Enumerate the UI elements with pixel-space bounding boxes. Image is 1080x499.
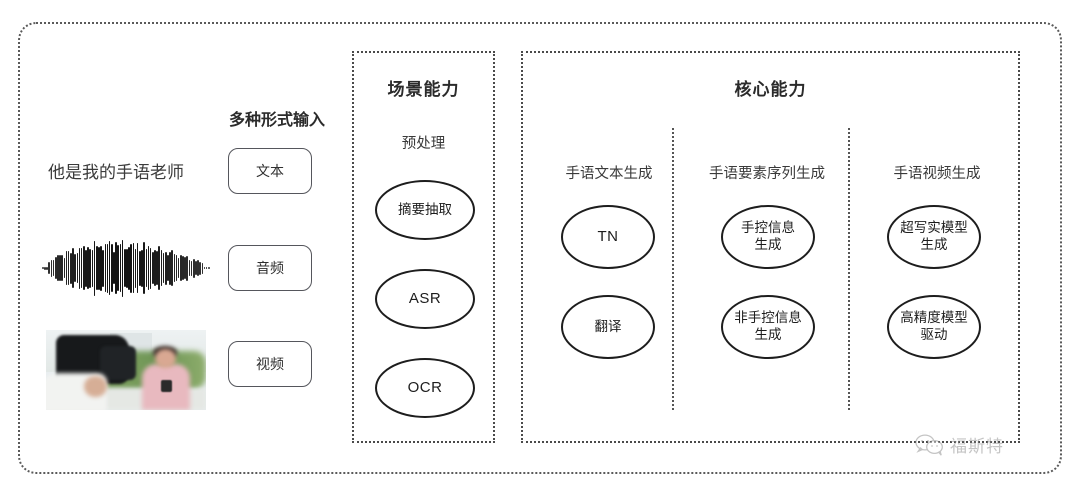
core-column-label-sign-text-generation: 手语文本生成: [565, 166, 653, 182]
core-node-hyperrealistic-model-generation[interactable]: 超写实模型生成: [887, 205, 981, 269]
core-node-translation[interactable]: 翻译: [561, 295, 655, 359]
core-node-non-manual-info-generation[interactable]: 非手控信息生成: [721, 295, 815, 359]
scenario-node-asr-label: ASR: [408, 289, 442, 307]
scenario-panel-title: 场景能力: [387, 80, 460, 99]
core-panel-title: 核心能力: [734, 80, 807, 99]
input-button-video-label: 视频: [256, 356, 284, 372]
core-node-manual-info-generation[interactable]: 手控信息生成: [721, 205, 815, 269]
input-button-text-label: 文本: [256, 163, 284, 179]
sample-sentence-text: 他是我的手语老师: [48, 163, 184, 182]
scenario-group-label-preprocess: 预处理: [401, 136, 446, 152]
core-capability-panel: 核心能力 手语文本生成 TN 翻译 手语要素序列生成 手控信息生成 非手控信息生…: [521, 51, 1020, 443]
scenario-node-summary-extraction-label: 摘要抽取: [398, 201, 452, 217]
video-thumbnail-image: [46, 330, 206, 410]
scenario-node-asr[interactable]: ASR: [375, 269, 475, 329]
core-node-high-precision-model-driving-label: 高精度模型驱动: [900, 310, 968, 342]
scenario-node-ocr-label: OCR: [407, 378, 443, 396]
core-column-label-sign-element-sequence-generation: 手语要素序列生成: [709, 166, 825, 182]
thumb-camera-lens: [100, 346, 136, 380]
core-node-translation-label: 翻译: [594, 318, 622, 334]
core-column-divider-2: [848, 128, 850, 410]
thumb-reporter-head: [154, 349, 176, 369]
core-node-hyperrealistic-model-generation-label: 超写实模型生成: [900, 220, 968, 252]
wechat-icon: [915, 433, 945, 457]
core-node-non-manual-info-generation-label: 非手控信息生成: [734, 310, 802, 342]
core-column-label-sign-video-generation: 手语视频生成: [893, 166, 981, 182]
diagram-outer-frame: [18, 22, 1062, 474]
scenario-node-summary-extraction[interactable]: 摘要抽取: [375, 180, 475, 240]
inputs-heading: 多种形式输入: [228, 112, 325, 129]
input-button-text[interactable]: 文本: [228, 148, 312, 194]
watermark-text: 福斯特: [950, 437, 1004, 456]
input-button-audio[interactable]: 音频: [228, 245, 312, 291]
scenario-node-ocr[interactable]: OCR: [375, 358, 475, 418]
core-node-tn[interactable]: TN: [561, 205, 655, 269]
audio-waveform-graphic: [42, 236, 210, 300]
thumb-microphone: [161, 379, 173, 393]
core-column-divider-1: [672, 128, 674, 410]
watermark: 福斯特: [915, 432, 1004, 457]
core-node-high-precision-model-driving[interactable]: 高精度模型驱动: [887, 295, 981, 359]
scenario-capability-panel: 场景能力 预处理 摘要抽取 ASR OCR: [352, 51, 495, 443]
input-button-audio-label: 音频: [256, 260, 284, 276]
input-button-video[interactable]: 视频: [228, 341, 312, 387]
core-node-manual-info-generation-label: 手控信息生成: [741, 220, 795, 252]
core-node-tn-label: TN: [597, 227, 619, 245]
thumb-operator-hand: [84, 376, 107, 398]
